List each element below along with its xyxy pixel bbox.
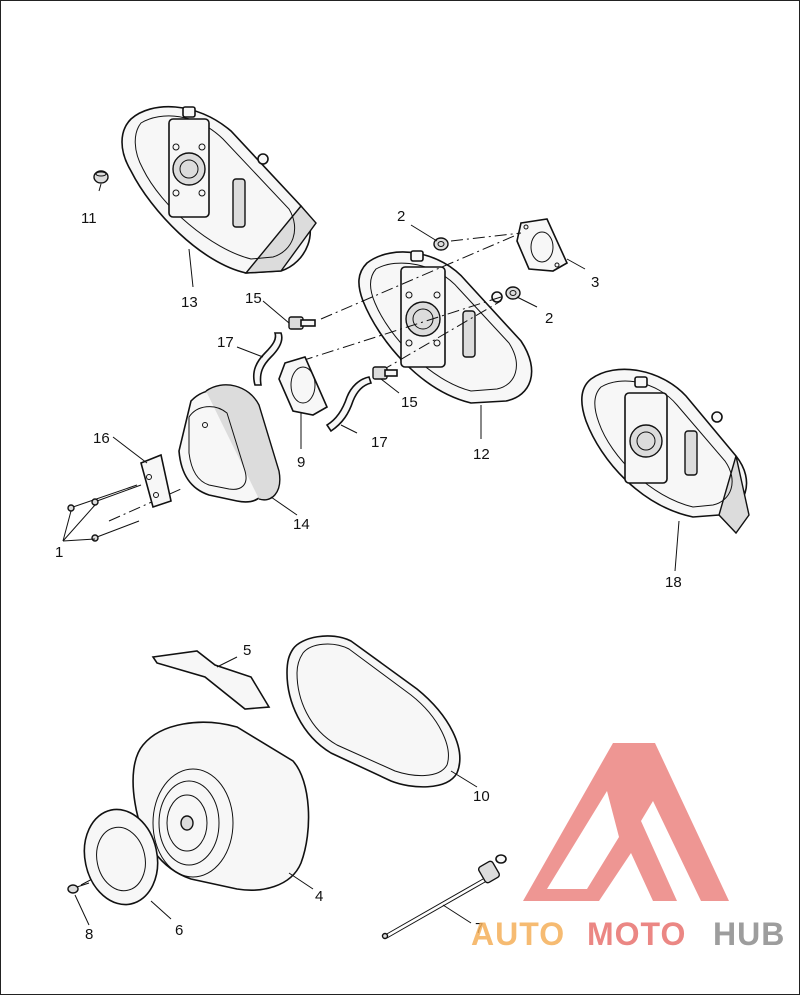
callout-17-right: 17 [371,434,388,451]
callout-10: 10 [473,788,490,805]
callout-2-lower: 2 [545,310,553,327]
air-cleaner-cover-4 [132,721,310,891]
callout-5: 5 [243,642,251,659]
callout-7: 7 [475,920,483,937]
callout-16: 16 [93,430,110,447]
callout-15-left: 15 [245,290,262,307]
watermark-text-hub: HUB [713,916,785,952]
callout-4: 4 [315,888,323,905]
watermark-text-auto: AUTO [471,916,565,952]
hose-17-left [252,332,283,386]
backplate-18 [581,368,750,535]
hose-17-right [325,376,373,433]
backplate-13 [121,105,317,274]
callout-2-upper: 2 [397,208,405,225]
insert-plate-6 [83,808,159,906]
callout-13: 13 [181,294,198,311]
gasket-9 [278,356,329,416]
seal-ring-10 [286,635,461,788]
callout-15-right: 15 [401,394,418,411]
bracket-16 [140,453,172,509]
callout-17-left: 17 [217,334,234,351]
callout-12: 12 [473,446,490,463]
breather-bolt-15-left [288,316,316,330]
automotohub-watermark [523,743,729,901]
callout-3: 3 [591,274,599,291]
callout-1: 1 [55,544,63,561]
screws-1 [67,484,142,542]
trim-strip-5 [151,650,271,710]
filter-element-14 [178,384,281,503]
callout-9: 9 [297,454,305,471]
breather-bolt-15-right [372,366,398,380]
gasket-3 [516,218,569,272]
callout-8: 8 [85,926,93,943]
watermark-text-moto: MOTO [587,916,686,952]
plug-11 [93,170,109,184]
callout-14: 14 [293,516,310,533]
washer-2-upper [433,237,449,251]
backplate-12 [358,250,533,404]
callout-11: 11 [81,210,97,227]
callout-18: 18 [665,574,682,591]
watermark-logo-mark [523,743,729,901]
screw-8 [67,882,90,894]
cable-7 [381,854,507,940]
callout-6: 6 [175,922,183,939]
washer-2-lower [505,286,521,300]
